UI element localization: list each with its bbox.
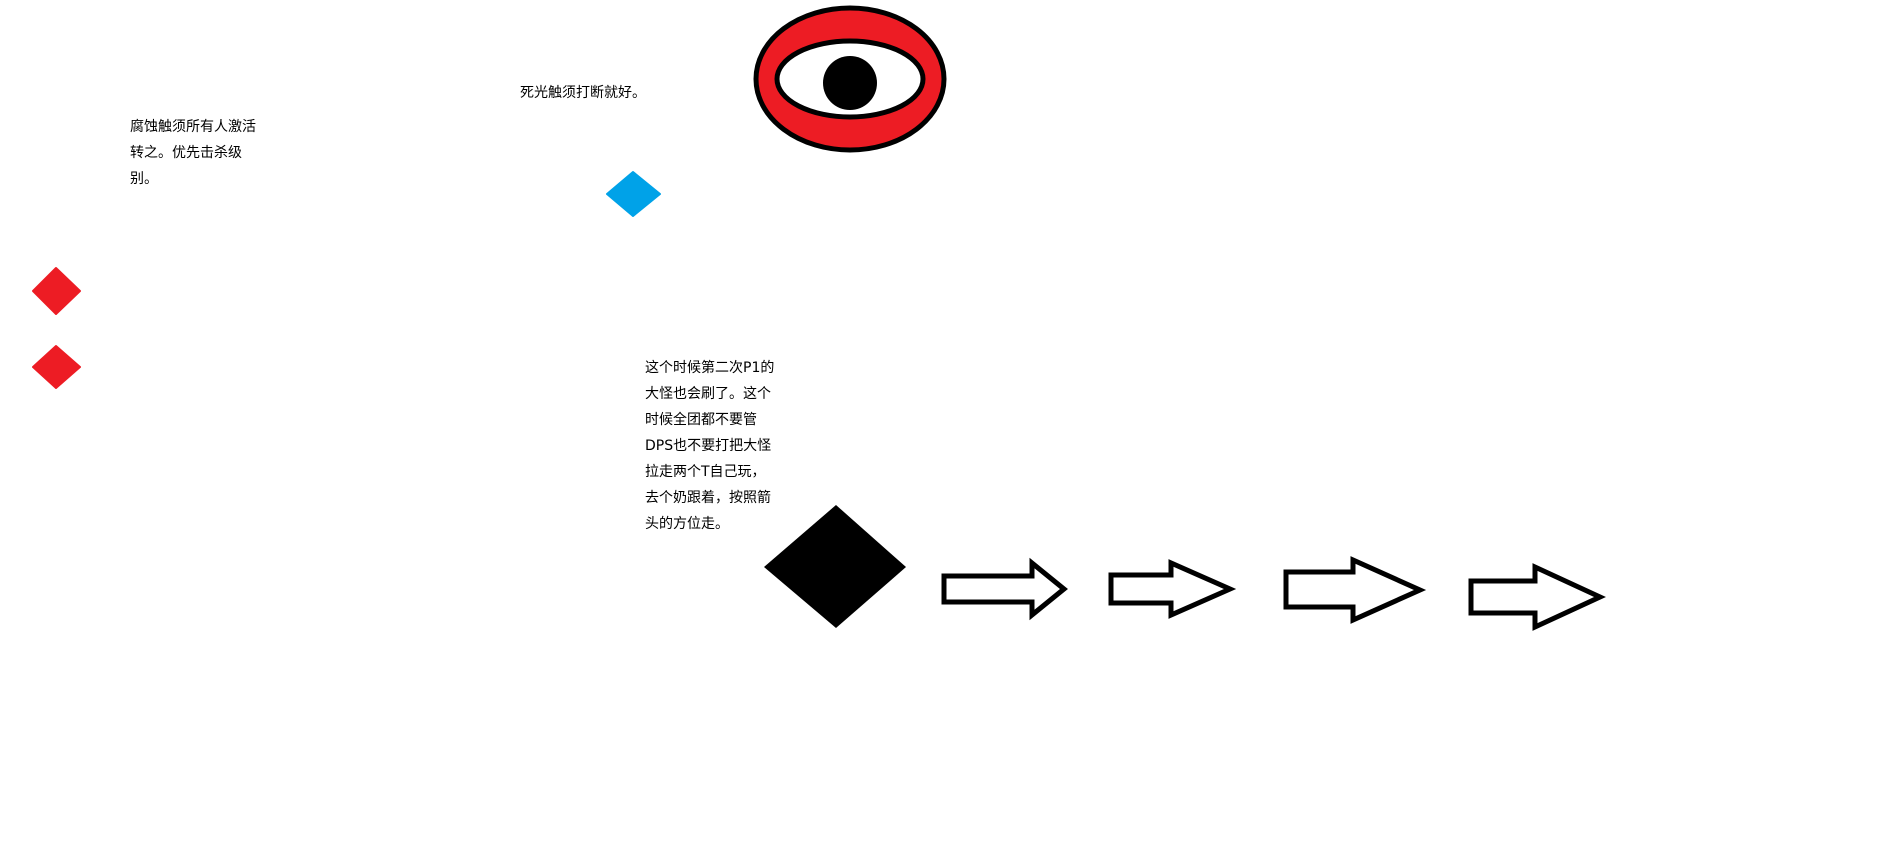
eye-pupil <box>823 56 877 110</box>
red-diamond-marker <box>32 267 81 315</box>
right-arrow-icon <box>1283 556 1427 624</box>
note-deathray-tentacle: 死光触须打断就好。 <box>520 85 646 101</box>
eye-icon <box>753 5 947 153</box>
right-arrow-icon <box>1468 563 1606 631</box>
right-arrow-icon <box>1108 559 1237 619</box>
right-arrow-icon <box>941 557 1068 621</box>
blue-diamond-marker <box>606 171 661 217</box>
note-boss-instructions: 这个时候第二次P1的 大怪也会刷了。这个 时候全团都不要管 DPS也不要打把大怪… <box>645 360 775 532</box>
note-corrosion-tentacle: 腐蚀触须所有人激活 转之。优先击杀级 别。 <box>130 119 256 187</box>
red-diamond-marker <box>32 345 81 389</box>
black-diamond-boss <box>764 505 906 628</box>
